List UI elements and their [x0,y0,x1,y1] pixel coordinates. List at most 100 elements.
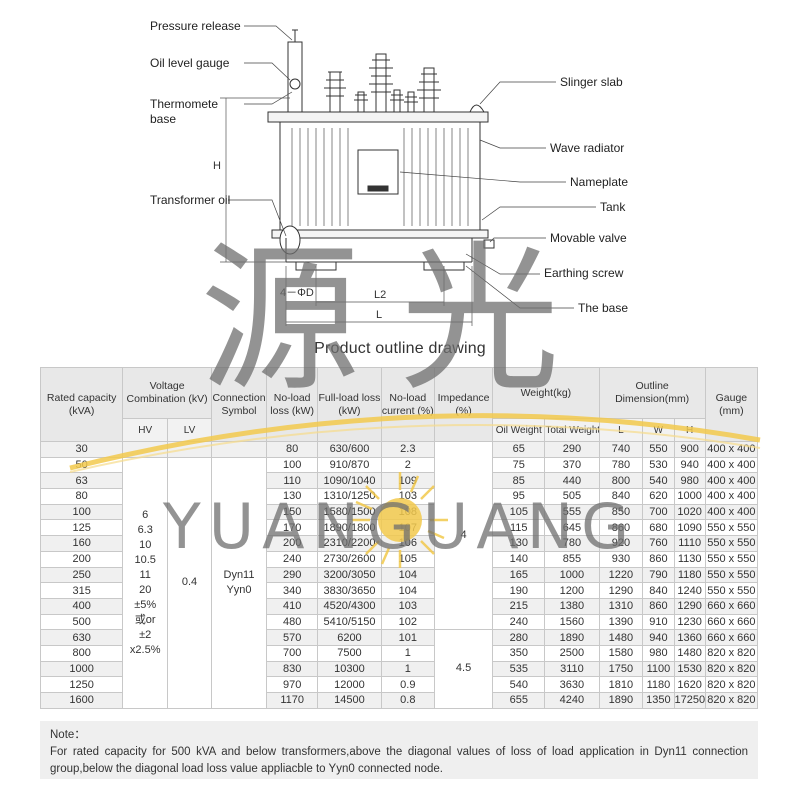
hv-value: 6 [142,508,149,521]
cell-no-load-current: 0.8 [380,692,435,709]
cell-oil-weight: 165 [492,566,546,584]
cell-total-weight: 1000 [544,566,600,584]
cell-impedance-a: 4 [433,440,494,631]
cell-total-weight: 645 [544,519,600,537]
header-no-load-current: No-load current (%) [380,367,435,442]
cell-full-load-loss: 1890/1800 [317,519,382,537]
cell-full-load-loss: 1090/1040 [317,472,382,490]
header-outline-dimension: Outline Dimension(mm) [598,367,706,419]
hv-value: x2.5% [129,643,161,656]
cell-dim-w: 790 [642,566,675,584]
cell-oil-weight: 75 [492,456,546,474]
cell-lv-blank [167,441,212,458]
note-title: Note： [50,729,86,741]
hv-value: 10.5 [134,553,156,566]
cell-dim-w: 860 [642,550,675,568]
cell-full-load-loss: 1580/1500 [317,503,382,521]
dimension-hole: 4－ΦD [280,287,314,299]
cell-dim-l: 780 [598,456,644,474]
dimension-l2: L2 [374,289,387,301]
cell-gauge: 660 x 660 [704,597,759,615]
header-rated-capacity: Rated capacity (kVA) [39,367,124,442]
header-voltage-combination: Voltage Combination (kV) [122,367,212,419]
cell-dim-l: 1480 [598,629,644,646]
header-gauge: Gauge (mm) [704,367,759,442]
cell-oil-weight: 350 [492,644,546,662]
cell-gauge: 400 x 400 [704,456,759,474]
cell-capacity: 63 [39,472,124,490]
connection-value: Dyn11 [223,568,255,581]
header-impedance: Impedance (%) [433,367,494,442]
callout-oil-level-gauge: Oil level gauge [150,56,230,70]
cell-capacity: 30 [39,441,124,458]
cell-oil-weight: 130 [492,535,546,552]
header-dim-w: W [642,418,675,442]
cell-dim-l: 1220 [598,566,644,584]
hv-value: ±2 [139,628,152,641]
cell-no-load-loss: 100 [266,456,319,474]
cell-gauge: 550 x 550 [704,582,759,599]
cell-total-weight: 440 [544,472,600,490]
cell-gauge: 820 x 820 [704,660,759,678]
hv-value: 20 [139,583,152,596]
cell-no-load-loss: 150 [266,503,319,521]
cell-dim-h: 1480 [673,644,706,662]
cell-dim-l: 860 [598,519,644,537]
cell-no-load-current: 2.3 [380,441,435,458]
cell-dim-w: 620 [642,488,675,505]
cell-total-weight: 2500 [544,644,600,662]
cell-capacity: 630 [39,629,124,646]
cell-oil-weight: 95 [492,488,546,505]
cell-no-load-loss: 700 [266,644,319,662]
cell-full-load-loss: 6200 [317,629,382,646]
cell-no-load-current: 105 [380,550,435,568]
cell-dim-h: 1530 [673,660,706,678]
cell-no-load-loss: 970 [266,676,319,693]
cell-total-weight: 505 [544,488,600,505]
hv-value: ±5% [134,598,157,611]
cell-total-weight: 555 [544,503,600,521]
cell-total-weight: 1890 [544,629,600,646]
cell-total-weight: 290 [544,441,600,458]
cell-capacity: 50 [39,456,124,474]
cell-oil-weight: 215 [492,597,546,615]
cell-gauge: 820 x 820 [704,676,759,693]
cell-capacity: 125 [39,519,124,537]
cell-connection-blank [210,441,268,458]
cell-lv: 0.4 [167,456,212,709]
cell-dim-h: 1090 [673,519,706,537]
cell-no-load-current: 1 [380,644,435,662]
spec-table: Rated capacity (kVA) Voltage Combination… [39,367,759,709]
cell-full-load-loss: 14500 [317,692,382,709]
cell-capacity: 800 [39,644,124,662]
cell-gauge: 550 x 550 [704,550,759,568]
cell-dim-h: 900 [673,441,706,458]
cell-full-load-loss: 3200/3050 [317,566,382,584]
cell-gauge: 400 x 400 [704,488,759,505]
cell-total-weight: 855 [544,550,600,568]
cell-capacity: 1600 [39,692,124,709]
cell-dim-h: 1290 [673,597,706,615]
cell-no-load-current: 104 [380,582,435,599]
cell-dim-w: 910 [642,613,675,631]
cell-full-load-loss: 2310/2200 [317,535,382,552]
cell-no-load-current: 107 [380,519,435,537]
cell-oil-weight: 85 [492,472,546,490]
cell-no-load-current: 102 [380,613,435,631]
header-oil-weight: Oil Weight [492,418,546,442]
cell-dim-h: 1110 [673,535,706,552]
cell-no-load-current: 101 [380,629,435,646]
cell-dim-h: 1000 [673,488,706,505]
cell-no-load-loss: 80 [266,441,319,458]
callout-the-base: The base [578,301,629,315]
outline-drawing: Pressure release Oil level gauge Thermom… [0,0,800,365]
